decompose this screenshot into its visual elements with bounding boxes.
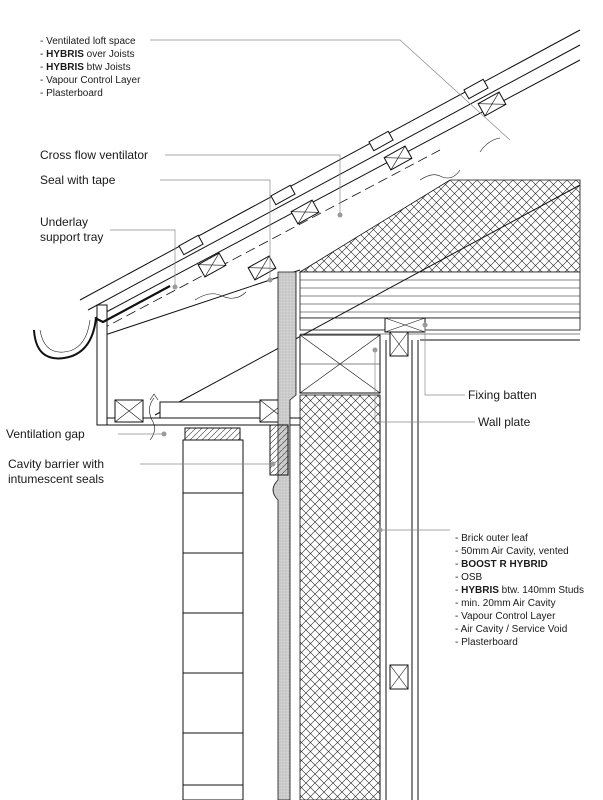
wall-item-5: - HYBRIS btw. 140mm Studs (455, 585, 584, 596)
wall-insulation (299, 394, 381, 800)
roof-item-4: - Vapour Control Layer (40, 75, 141, 86)
wall-item-6: - min. 20mm Air Cavity (455, 598, 556, 609)
roof-buildup-list: - Ventilated loft space - HYBRIS over Jo… (40, 36, 141, 99)
wall-item-3: - BOOST R HYBRID (455, 559, 548, 570)
roof-item-5: - Plasterboard (40, 88, 103, 99)
label-cavity-barrier-1: Cavity barrier with (8, 457, 104, 471)
wall-item-4: - OSB (455, 572, 483, 583)
hybris-between-joists (299, 271, 581, 319)
ceiling-plasterboard (299, 317, 581, 331)
leader-lines (110, 39, 511, 533)
label-underlay-1: Underlay (40, 215, 88, 229)
tile-battens (178, 78, 489, 256)
cavity-tray-hatch (184, 427, 241, 441)
wall-item-8: - Air Cavity / Service Void (455, 624, 567, 635)
counter-battens (197, 91, 507, 281)
label-seal-with-tape: Seal with tape (40, 173, 116, 187)
cavity-barrier (269, 424, 289, 476)
wall-item-1: - Brick outer leaf (455, 533, 528, 544)
roof-item-1: - Ventilated loft space (40, 36, 136, 47)
wall-buildup-list: - Brick outer leaf - 50mm Air Cavity, ve… (455, 533, 584, 648)
loft-insulation (298, 179, 581, 273)
label-cross-flow-ventilator: Cross flow ventilator (40, 148, 148, 162)
label-wall-plate: Wall plate (478, 415, 531, 429)
wall-item-7: - Vapour Control Layer (455, 611, 556, 622)
roof-item-3: - HYBRIS btw Joists (40, 62, 131, 73)
timber-frame-wall (379, 340, 419, 800)
brick-outer-leaf (182, 439, 244, 800)
roof-item-2: - HYBRIS over Joists (40, 49, 134, 60)
label-underlay-2: support tray (40, 230, 103, 244)
eaves-box (94, 285, 300, 426)
label-ventilation-gap: Ventilation gap (6, 427, 85, 441)
wall-item-9: - Plasterboard (455, 637, 518, 648)
gutter (33, 317, 97, 360)
label-fixing-batten: Fixing batten (468, 388, 537, 402)
label-cavity-barrier-2: intumescent seals (8, 472, 104, 486)
boost-r-hybrid-membrane (272, 271, 297, 800)
wall-plate-assembly (299, 317, 426, 394)
wall-item-2: - 50mm Air Cavity, vented (455, 546, 569, 557)
